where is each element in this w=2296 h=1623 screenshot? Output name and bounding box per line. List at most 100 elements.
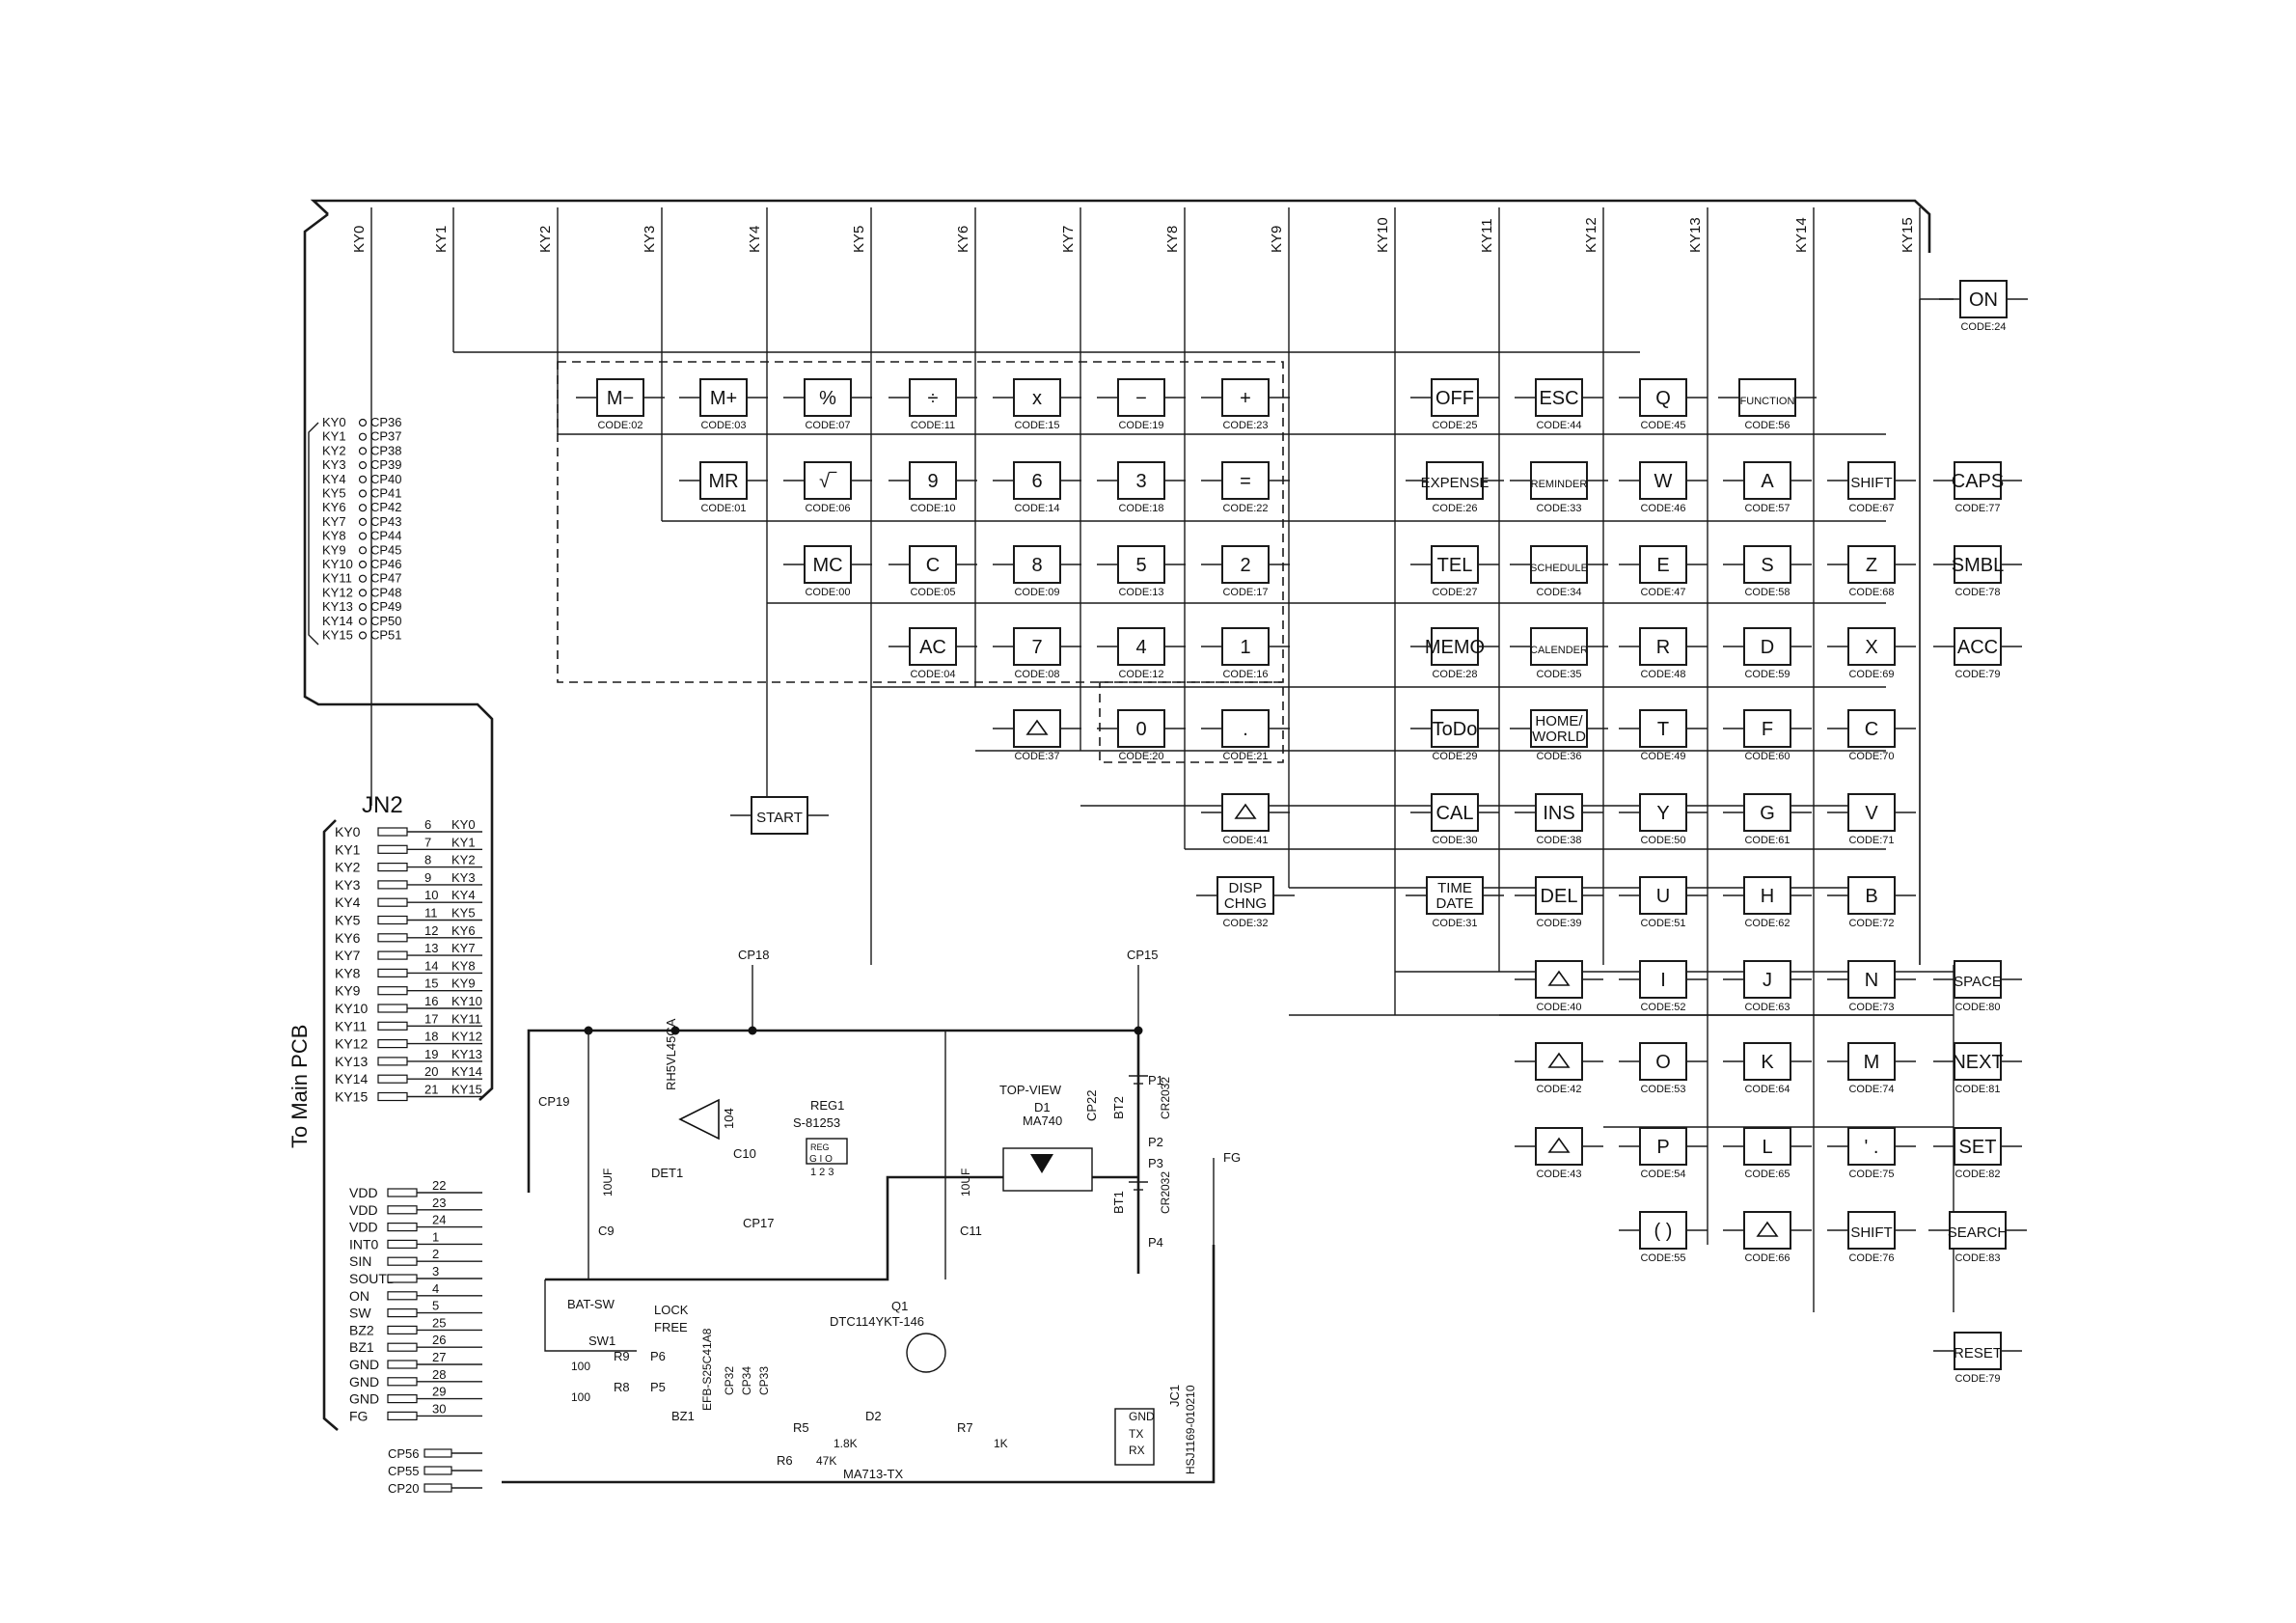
key-label: K	[1761, 1052, 1774, 1073]
jn2-power-pad	[387, 1291, 418, 1301]
key-cap	[1117, 545, 1165, 584]
key-code: CODE:81	[1954, 1084, 2000, 1095]
d2-label: D2	[865, 1409, 882, 1423]
jn2-pin-number: 8	[424, 853, 431, 867]
test-point-marker	[358, 617, 368, 625]
key-label: H	[1761, 886, 1774, 907]
key-code: CODE:54	[1640, 1169, 1685, 1180]
key---22: =CODE:22	[1201, 461, 1290, 514]
bus-label-ky3: KY3	[322, 457, 346, 472]
key-code: CODE:30	[1432, 835, 1477, 846]
test-point-cp42: CP42	[370, 500, 402, 514]
key-code: CODE:28	[1432, 669, 1477, 680]
scan-line-label-ky5: KY5	[851, 226, 867, 253]
vdd-junction	[670, 1026, 680, 1035]
key-cap	[1959, 280, 2008, 318]
key-label: 9	[927, 471, 938, 492]
key-cap	[699, 461, 748, 500]
key---19: −CODE:19	[1097, 378, 1186, 431]
bus-label-ky5: KY5	[322, 486, 346, 501]
key-label: AC	[919, 637, 946, 658]
key-label: +	[1240, 388, 1251, 409]
key-code: CODE:25	[1432, 420, 1477, 431]
lock-label: LOCK	[654, 1303, 689, 1317]
jn2-signal-ky6: KY6	[335, 930, 361, 946]
key-cap	[1535, 876, 1583, 915]
test-point-marker	[358, 546, 368, 555]
key-label: x	[1032, 388, 1042, 409]
test-point-cp44: CP44	[370, 529, 402, 543]
connector-bracket	[322, 819, 339, 1431]
key-code: CODE:24	[1960, 321, 2006, 333]
key-label: SMBL	[1952, 555, 2004, 576]
jn2-pin-number: 19	[424, 1047, 438, 1061]
scan-line-label-ky6: KY6	[955, 226, 971, 253]
cp15-junction	[1134, 1026, 1143, 1035]
c10-label: C10	[733, 1146, 756, 1161]
jn2-signal-ky13: KY13	[335, 1054, 368, 1069]
key-label: EXPENSE	[1421, 475, 1490, 491]
key-label: ToDo	[1433, 719, 1478, 740]
jn2-power-pin: 1	[432, 1229, 439, 1244]
test-point-cp48: CP48	[370, 585, 402, 599]
key-code: CODE:49	[1640, 751, 1685, 762]
key-symbol-40: CODE:40	[1515, 960, 1603, 1013]
q1-label: Q1	[891, 1299, 908, 1313]
key-label: C	[926, 555, 940, 576]
jn2-pin-net: KY12	[451, 1030, 482, 1044]
key-cap	[1221, 378, 1270, 417]
key-cap	[699, 378, 748, 417]
key-label: 4	[1135, 637, 1146, 658]
key-cap	[1117, 378, 1165, 417]
test-point-cp51: CP51	[370, 628, 402, 643]
key-label: CHNG	[1224, 895, 1267, 912]
scan-line-label-ky2: KY2	[537, 226, 554, 253]
key-cap	[1431, 793, 1479, 832]
test-point-cp39: CP39	[370, 457, 402, 472]
key-cap	[1954, 1332, 2002, 1370]
jn2-power-pin: 28	[432, 1367, 446, 1382]
key-symbol-37: CODE:37	[993, 709, 1081, 762]
jn2-power-pad	[387, 1307, 418, 1318]
gnd-rail	[545, 1175, 1138, 1281]
jn2-power-pin: 24	[432, 1213, 446, 1227]
key---06: √‾CODE:06	[783, 461, 872, 514]
key-code: CODE:39	[1536, 918, 1581, 929]
key-code: CODE:06	[805, 503, 850, 514]
key-code: CODE:35	[1536, 669, 1581, 680]
key-label: Z	[1866, 555, 1877, 576]
test-point-pad	[424, 1448, 452, 1458]
key-code: CODE:27	[1432, 587, 1477, 598]
key-code: CODE:43	[1536, 1169, 1581, 1180]
key-code: CODE:72	[1848, 918, 1894, 929]
key-code: CODE:10	[910, 503, 955, 514]
bz1-part-label: EFB-S25C41A8	[700, 1328, 714, 1411]
key-code: CODE:21	[1222, 751, 1268, 762]
key-code: CODE:45	[1640, 420, 1685, 431]
key-code: CODE:31	[1432, 918, 1477, 929]
key-label: HOME/	[1535, 713, 1583, 729]
key-label: ÷	[928, 388, 939, 409]
key-label: 0	[1135, 719, 1146, 740]
key-label: D	[1761, 637, 1774, 658]
key-code: CODE:78	[1954, 587, 2000, 598]
key-label: M+	[710, 388, 737, 409]
